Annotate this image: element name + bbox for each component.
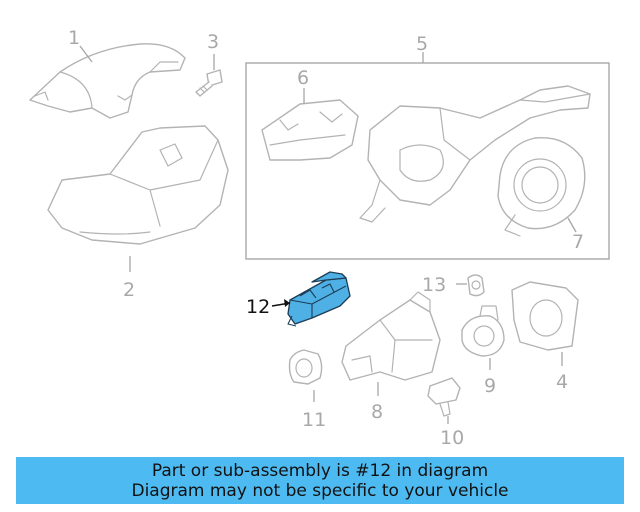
leader-7 [567,217,577,233]
part-2-lower-shroud [47,125,229,245]
part-8-lock-housing [341,291,441,381]
info-banner: Part or sub-assembly is #12 in diagram D… [16,457,624,504]
part-3-screw [195,69,223,97]
callout-8: 8 [371,401,383,423]
callout-3: 3 [207,31,219,53]
callout-7: 7 [572,231,584,253]
callout-2: 2 [123,279,135,301]
part-12-switch-highlighted [287,271,351,327]
part-7-clockspring [497,136,586,237]
leader-1 [79,45,93,63]
part-13-ring [467,274,485,297]
callout-13: 13 [422,274,446,296]
callout-10: 10 [440,427,464,449]
callout-4: 4 [556,371,568,393]
callout-9: 9 [484,375,496,397]
part-6-bracket [261,99,359,161]
callout-12: 12 [246,296,270,318]
part-10-sensor [427,377,461,417]
part-combination-switch [359,85,591,223]
part-9-lock-cylinder [461,305,505,357]
banner-line-1: Part or sub-assembly is #12 in diagram [151,460,489,481]
callout-1: 1 [68,27,80,49]
part-4-bezel [511,281,579,351]
banner-line-2: Diagram may not be specific to your vehi… [131,480,509,501]
part-1-upper-shroud [29,43,186,119]
callout-6: 6 [297,67,309,89]
callout-11: 11 [302,409,326,431]
part-11-transceiver [288,349,323,385]
arrow-12 [284,299,290,307]
callout-5: 5 [416,33,428,55]
assembly-5-box [245,62,610,260]
